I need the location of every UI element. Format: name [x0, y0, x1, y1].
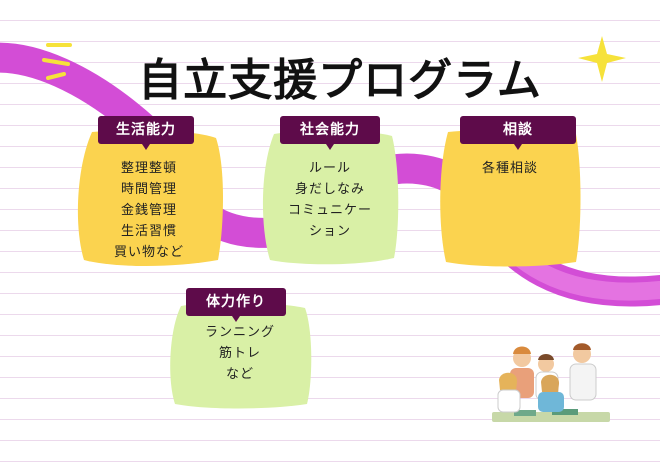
list-item: 買い物など — [113, 245, 184, 260]
card-physical-training: ランニング 筋トレ など — [167, 300, 313, 410]
list-item: コミュニケー — [287, 203, 372, 218]
list-item: 整理整頓 — [120, 161, 177, 176]
page-title: 自立支援プログラム — [138, 55, 542, 106]
left-sparkle-icon — [42, 43, 72, 80]
list-item: 各種相談 — [481, 161, 538, 176]
tag-life-skills: 生活能力 — [98, 116, 194, 150]
list-item: 身だしなみ — [294, 182, 365, 197]
tag-consultation: 相談 — [460, 116, 576, 150]
list-item: ランニング — [204, 325, 275, 340]
list-item: ルール — [308, 161, 351, 176]
tag-physical-training: 体力作り — [186, 288, 286, 322]
list-item: 金銭管理 — [120, 203, 177, 218]
card-consultation: 各種相談 — [438, 128, 582, 268]
group-of-people-icon — [492, 343, 610, 422]
list-item: 時間管理 — [120, 182, 177, 197]
card-life-skills: 整理整頓 時間管理 金銭管理 生活習慣 買い物など — [74, 128, 224, 268]
card-social-skills: ルール 身だしなみ コミュニケー ション — [260, 128, 400, 266]
tag-social-skills: 社会能力 — [280, 116, 380, 150]
list-item: ション — [308, 224, 351, 239]
list-item: など — [225, 367, 254, 382]
list-item: 筋トレ — [218, 346, 261, 361]
list-item: 生活習慣 — [120, 224, 177, 239]
star-sparkle-icon — [578, 36, 626, 82]
